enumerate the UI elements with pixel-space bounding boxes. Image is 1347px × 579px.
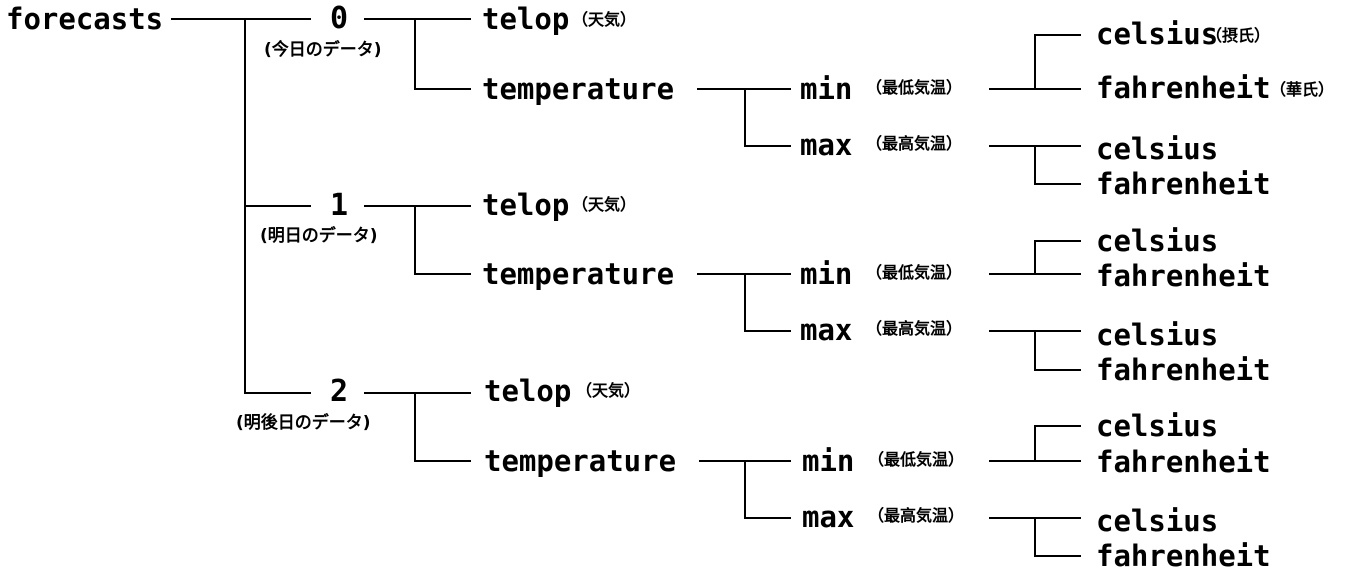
day0-note: (今日のデータ) (264, 40, 382, 60)
day2-min-branch (989, 425, 1081, 462)
day0-min-celsius: celsius (1096, 17, 1219, 51)
day1-min-celsius: celsius (1096, 224, 1219, 258)
day2-temperature: temperature (484, 444, 677, 478)
day0-min-celsius-note: （摂氏） (1206, 26, 1271, 45)
day1-temp-branch (697, 273, 791, 332)
day2-telop: telop (484, 374, 572, 408)
day1-min-branch (989, 240, 1081, 275)
day2-max-fahrenheit: fahrenheit (1096, 539, 1271, 573)
day1-max: max (800, 313, 853, 347)
day0-min-branch (989, 34, 1081, 90)
day0-max-branch (989, 145, 1081, 185)
day2-note: (明後日のデータ) (236, 413, 371, 433)
day1-max-fahrenheit: fahrenheit (1096, 353, 1271, 387)
day0-min-fahrenheit-note: （華氏） (1270, 80, 1335, 99)
root-label: forecasts (6, 2, 164, 36)
day1-index: 1 (330, 188, 349, 223)
day2-max-celsius: celsius (1096, 504, 1219, 538)
day1-note: (明日のデータ) (260, 226, 378, 246)
day2-telop-note: （天気） (576, 381, 641, 400)
day2-min-fahrenheit: fahrenheit (1096, 445, 1271, 479)
day2-index: 2 (330, 374, 349, 409)
day0-max-celsius: celsius (1096, 132, 1219, 166)
day2-max-branch (989, 517, 1081, 557)
day2-max-note: （最高気温） (868, 506, 965, 525)
day0-telop-note: （天気） (572, 10, 637, 29)
day2-min-note: （最低気温） (868, 450, 965, 469)
day0-max: max (800, 128, 853, 162)
day1-max-branch (989, 330, 1081, 371)
day0-min: min (800, 72, 853, 106)
day1-telop-note: （天気） (572, 195, 637, 214)
day1-max-celsius: celsius (1096, 318, 1219, 352)
day0-temp-branch (697, 88, 791, 147)
day0-telop: telop (482, 2, 570, 36)
day1-min-note: （最低気温） (866, 263, 963, 282)
root-connector (171, 18, 246, 394)
day0-max-note: （最高気温） (866, 134, 963, 153)
day2-min-celsius: celsius (1096, 409, 1219, 443)
day0-max-fahrenheit: fahrenheit (1096, 167, 1271, 201)
day2-temp-branch (699, 460, 791, 519)
day2-min: min (802, 444, 855, 478)
day2-branch (244, 392, 471, 462)
day2-max: max (802, 500, 855, 534)
day0-branch (244, 18, 471, 90)
day1-telop: telop (482, 188, 570, 222)
day0-index: 0 (330, 1, 349, 36)
day0-min-note: （最低気温） (866, 78, 963, 97)
day1-branch (244, 205, 471, 275)
day0-temperature: temperature (482, 72, 675, 106)
day1-min-fahrenheit: fahrenheit (1096, 259, 1271, 293)
day0-min-fahrenheit: fahrenheit (1096, 71, 1271, 105)
day1-temperature: temperature (482, 257, 675, 291)
day1-min: min (800, 257, 853, 291)
day1-max-note: （最高気温） (866, 319, 963, 338)
